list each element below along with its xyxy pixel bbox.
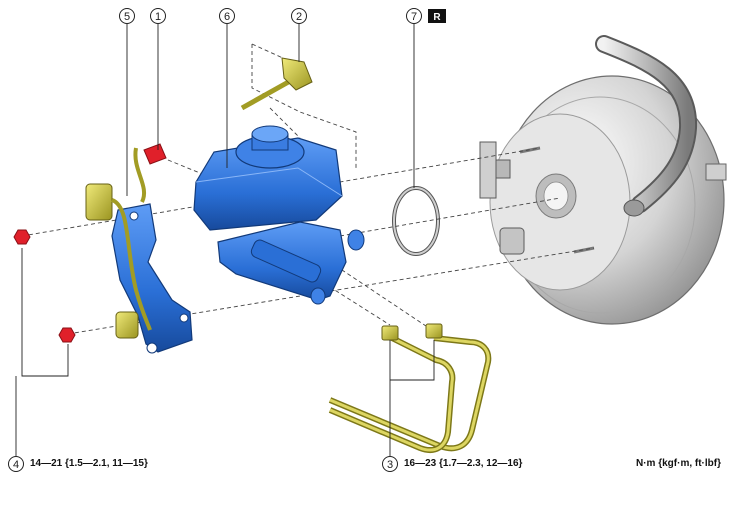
gasket-ring-icon [392,186,440,256]
master-cylinder-icon [193,137,365,305]
nut-icon [13,229,76,343]
svg-text:1: 1 [155,11,161,23]
callout-6: 6 [219,8,235,24]
torque-spec-item4: 14—21 {1.5—2.1, 11—15} [30,458,148,469]
svg-text:6: 6 [224,11,230,23]
svg-text:R: R [433,12,441,23]
brake-booster-icon [489,35,727,325]
callout-2: 2 [291,8,307,24]
brake-pipe-icon [328,323,492,453]
svg-text:2: 2 [296,11,302,23]
torque-units-label: N·m {kgf·m, ft·lbf} [636,458,721,469]
callout-7: 7 [406,8,422,24]
svg-text:4: 4 [13,459,19,471]
callout-4: 4 [8,456,24,472]
bracket-icon [85,147,193,354]
callout-5: 5 [119,8,135,24]
callout-leaders [15,24,435,456]
svg-text:3: 3 [387,459,393,471]
replace-badge: R [428,9,446,23]
clip-icon [143,143,167,165]
callout-1: 1 [150,8,166,24]
callout-3: 3 [382,456,398,472]
svg-text:7: 7 [411,11,417,23]
torque-spec-item3: 16—23 {1.7—2.3, 12—16} [404,458,523,469]
hose-fitting-icon [240,57,313,111]
svg-text:5: 5 [124,11,130,23]
reservoir-cap-icon [235,125,305,169]
